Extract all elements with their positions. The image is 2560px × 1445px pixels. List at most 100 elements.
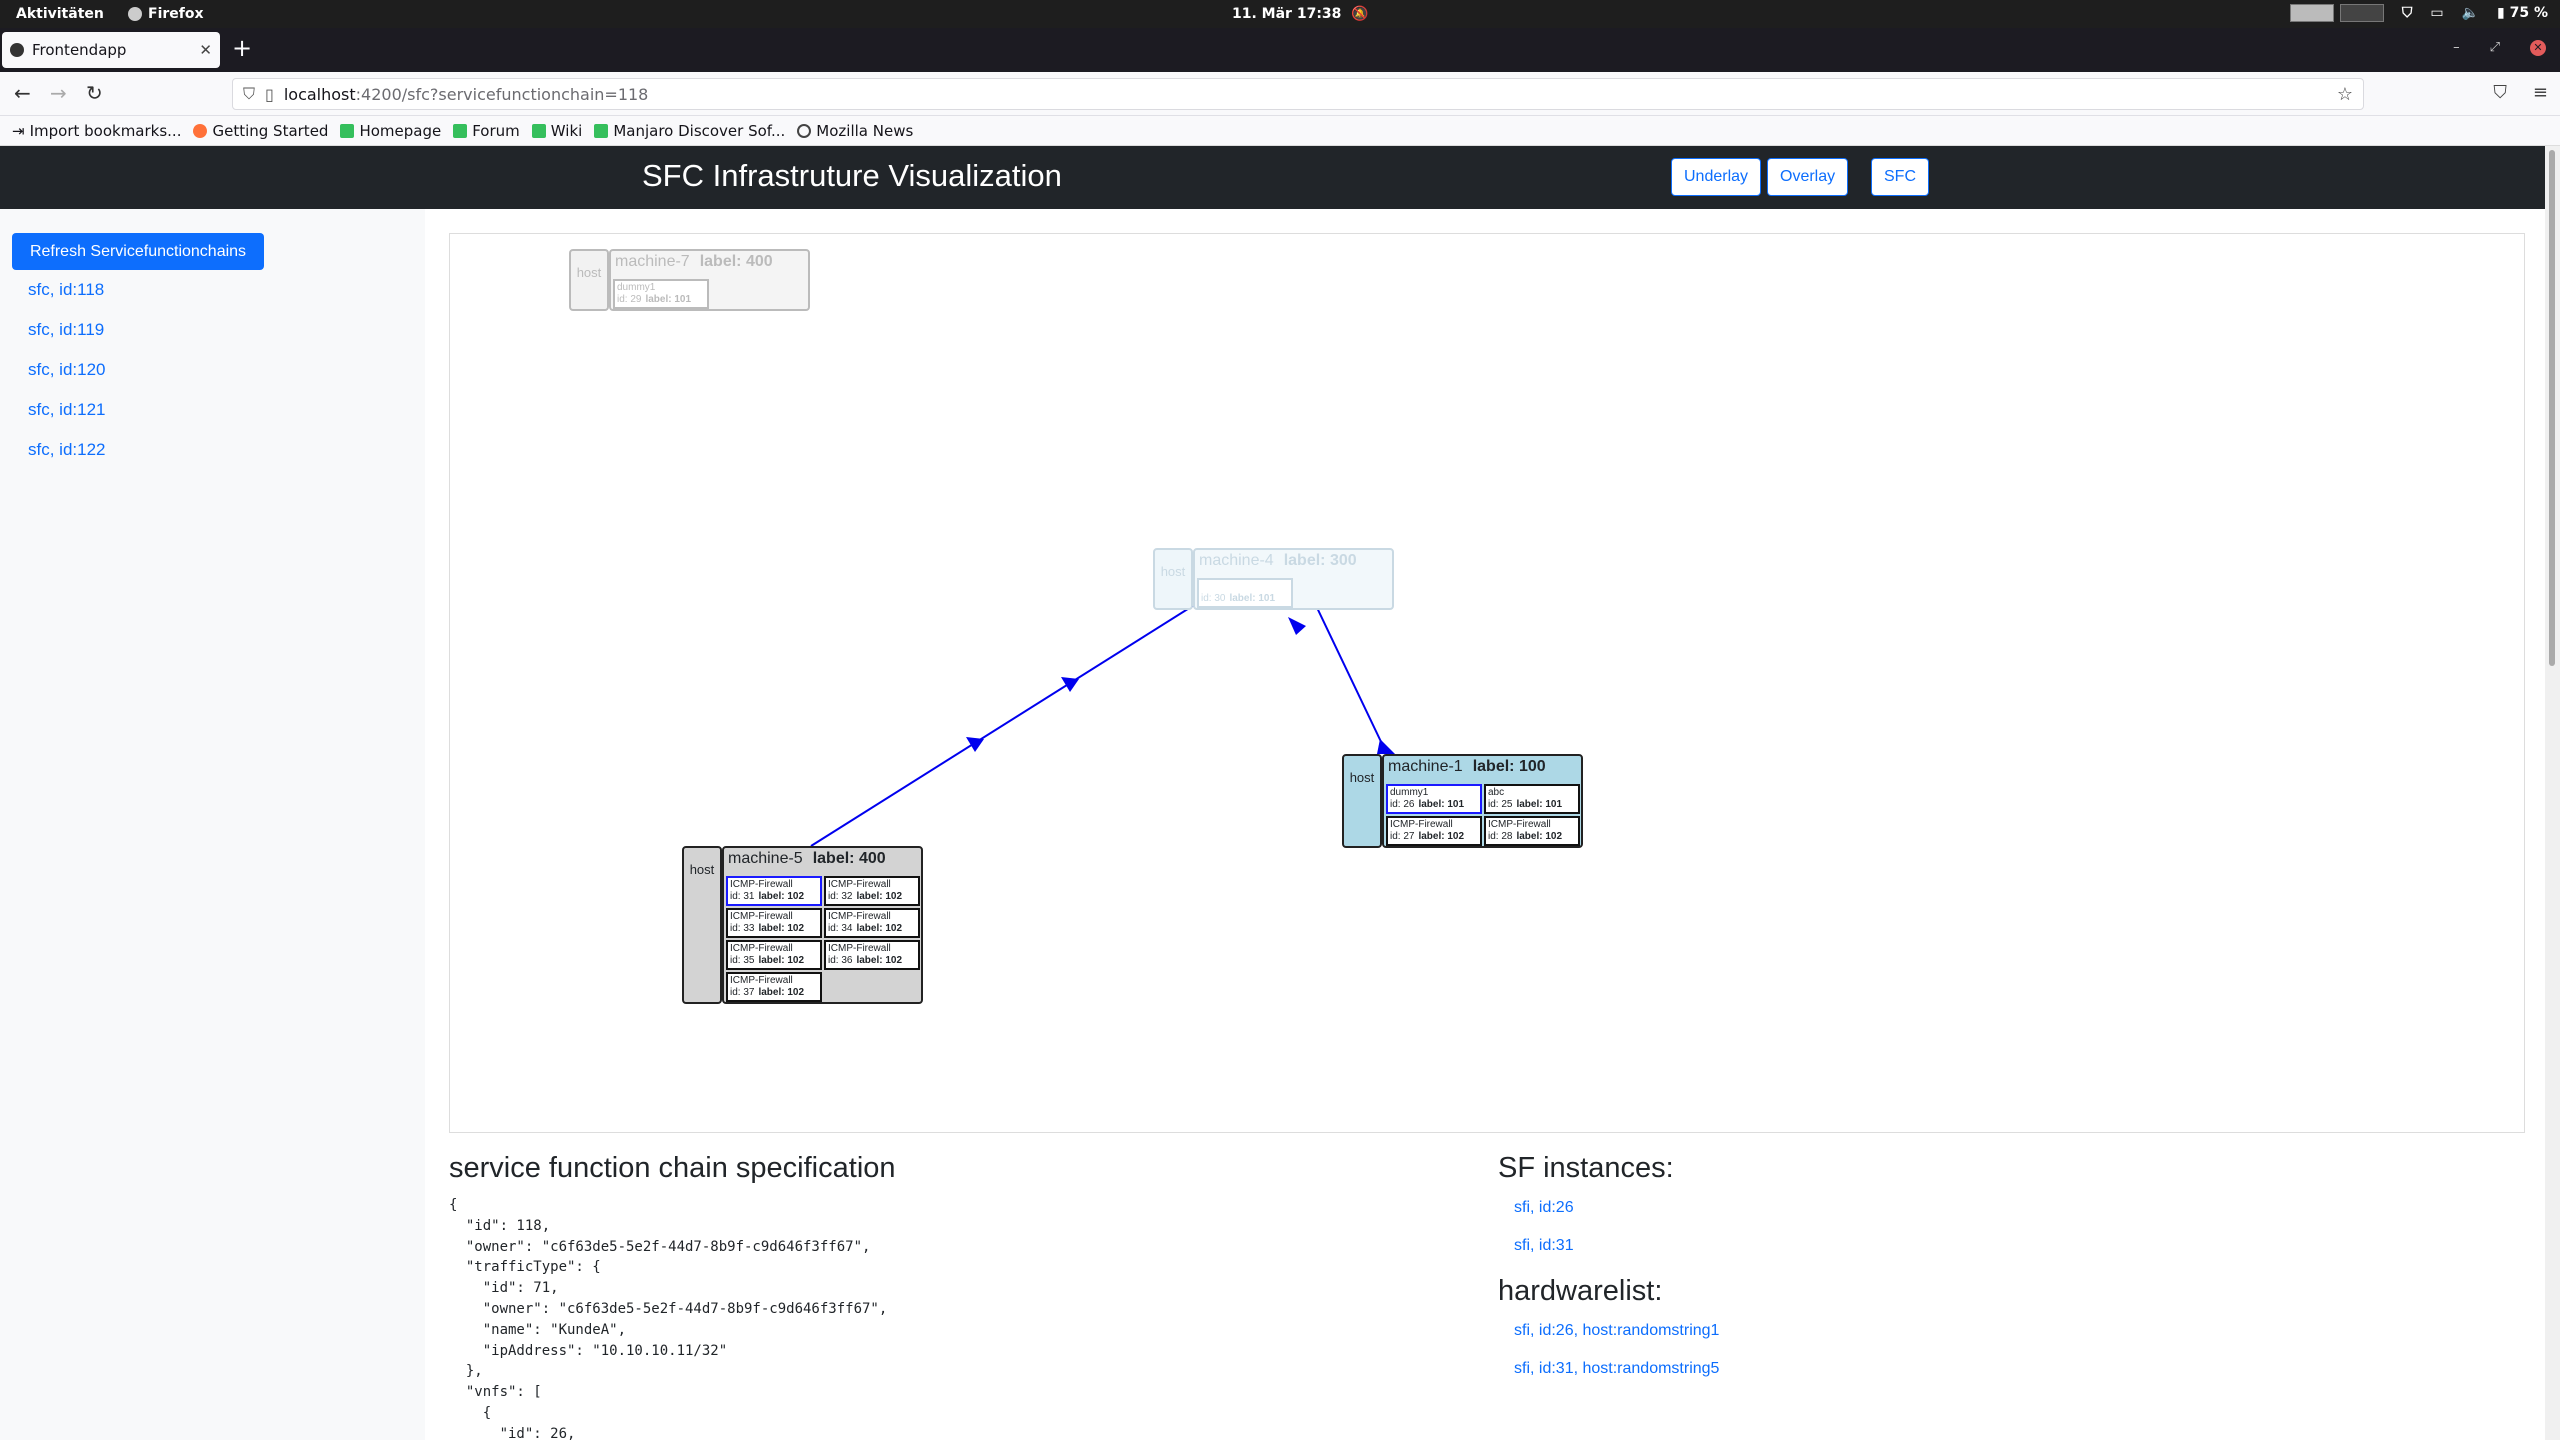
underlay-button[interactable]: Underlay — [1671, 158, 1762, 196]
sfi-link-26[interactable]: sfi, id:26 — [1514, 1199, 1574, 1216]
bookmark-getting-started[interactable]: Getting Started — [193, 122, 328, 140]
vnf-label: label: 102 — [758, 923, 805, 934]
workspace-1[interactable] — [2289, 4, 2334, 22]
back-icon[interactable]: ← — [14, 81, 31, 105]
sidebar-item-sfc-122[interactable]: sfc, id:122 — [28, 440, 106, 459]
import-icon: ⇥ — [12, 121, 25, 140]
activities-button[interactable]: Aktivitäten — [16, 6, 104, 22]
workspace-2[interactable] — [2339, 4, 2384, 22]
json-line: { — [449, 1404, 492, 1421]
reload-icon[interactable]: ↻ — [86, 81, 103, 105]
battery-icon: ▮ — [2497, 5, 2505, 21]
screen-icon[interactable]: ▭ — [2430, 5, 2444, 21]
sfc-button[interactable]: SFC — [1871, 158, 1929, 196]
sidebar-item-sfc-118[interactable]: sfc, id:118 — [28, 280, 105, 299]
arrow-into-machine1 — [1377, 739, 1395, 754]
shield-icon[interactable]: ⛉ — [2401, 5, 2413, 21]
sf-info-panel: SF instances: sfi, id:26 sfi, id:31 hard… — [1498, 1152, 2198, 1398]
json-line: "id": 71, — [449, 1280, 559, 1297]
clock[interactable]: 11. Mär 17:38 🔕 — [1232, 6, 1369, 22]
site-info-icon[interactable]: ⛉ — [243, 84, 256, 103]
overlay-button[interactable]: Overlay — [1767, 158, 1849, 196]
minimize-icon[interactable]: – — [2453, 40, 2460, 55]
bookmark-wiki[interactable]: Wiki — [531, 122, 582, 140]
hardware-link-31[interactable]: sfi, id:31, host:randomstring5 — [1514, 1360, 1720, 1377]
close-tab-icon[interactable]: ✕ — [199, 41, 212, 59]
close-window-icon[interactable]: ✕ — [2530, 40, 2546, 56]
bookmark-forum[interactable]: Forum — [453, 122, 520, 140]
system-tray[interactable]: ⛉ ▭ 🔈 ▮ 75 % — [2289, 4, 2548, 22]
pocket-icon[interactable]: ⛉ — [2493, 82, 2507, 103]
vnf-name: ICMP-Firewall — [828, 943, 891, 954]
firefox-icon — [128, 7, 142, 21]
vnf-id: id: 26 — [1390, 799, 1415, 810]
machine-name: machine-4 — [1199, 552, 1274, 569]
sfi-link-31[interactable]: sfi, id:31 — [1514, 1237, 1574, 1254]
vnf-label: label: 102 — [1516, 831, 1563, 842]
firefox-app-menu[interactable]: Firefox — [128, 6, 204, 22]
battery-indicator[interactable]: ▮ 75 % — [2497, 5, 2548, 21]
volume-icon[interactable]: 🔈 — [2461, 5, 2480, 21]
vnf-label: label: 101 — [1418, 799, 1465, 810]
bookmark-import[interactable]: ⇥Import bookmarks... — [12, 122, 181, 140]
sidebar-item-sfc-119[interactable]: sfc, id:119 — [28, 320, 105, 339]
scrollbar-thumb[interactable] — [2549, 150, 2555, 666]
arrow-mid-1 — [1061, 677, 1079, 692]
vnf-label: label: 102 — [856, 955, 903, 966]
maximize-icon[interactable]: ⤢ — [2489, 40, 2500, 55]
hardware-link-26[interactable]: sfi, id:26, host:randomstring1 — [1514, 1322, 1720, 1339]
vnf-id: id: 32 — [828, 891, 853, 902]
vnf-label: label: 102 — [856, 923, 903, 934]
spec-json: { "id": 118, "owner": "c6f63de5-5e2f-44d… — [449, 1195, 1449, 1445]
vnf-label: label: 102 — [758, 891, 805, 902]
vnf-id: id: 27 — [1390, 831, 1415, 842]
bookmark-mozilla-news[interactable]: Mozilla News — [797, 122, 913, 140]
sidebar-item-sfc-120[interactable]: sfc, id:120 — [28, 360, 106, 379]
vnf-label: label: 101 — [645, 294, 692, 305]
tab-title: Frontendapp — [32, 41, 127, 59]
bookmark-homepage[interactable]: Homepage — [340, 122, 441, 140]
angular-icon — [10, 43, 24, 57]
menu-icon[interactable]: ≡ — [2532, 82, 2548, 103]
toolbar-right: ⛉ ≡ — [2493, 82, 2548, 103]
tab-frontendapp[interactable]: Frontendapp ✕ — [2, 32, 220, 68]
page-scrollbar[interactable] — [2545, 146, 2560, 1440]
vnf-label: label: 102 — [856, 891, 903, 902]
bookmark-star-icon[interactable]: ☆ — [2336, 83, 2353, 105]
host-box: host — [682, 846, 722, 1004]
url-path: :4200/sfc?servicefunctionchain=118 — [355, 84, 649, 104]
vnf-label: label: 102 — [758, 955, 805, 966]
sf-instances-heading: SF instances: — [1498, 1152, 1674, 1184]
refresh-servicefunctionchains-button[interactable]: Refresh Servicefunctionchains — [12, 233, 264, 270]
bookmark-manjaro-discover[interactable]: Manjaro Discover Sof... — [594, 122, 785, 140]
vnf-label: label: 101 — [1229, 593, 1276, 604]
url-bar[interactable]: ⛉ ▯ localhost:4200/sfc?servicefunctionch… — [232, 78, 2364, 110]
notification-muted-icon: 🔕 — [1351, 6, 1369, 22]
hardwarelist-heading: hardwarelist: — [1498, 1275, 1663, 1307]
vnf-label: label: 101 — [1516, 799, 1563, 810]
sidebar-item-sfc-121[interactable]: sfc, id:121 — [28, 400, 106, 419]
arrow-mid-2 — [966, 737, 984, 752]
forward-icon[interactable]: → — [50, 81, 67, 105]
new-tab-button[interactable]: + — [232, 34, 253, 62]
vnf-name: abc — [1488, 787, 1505, 798]
